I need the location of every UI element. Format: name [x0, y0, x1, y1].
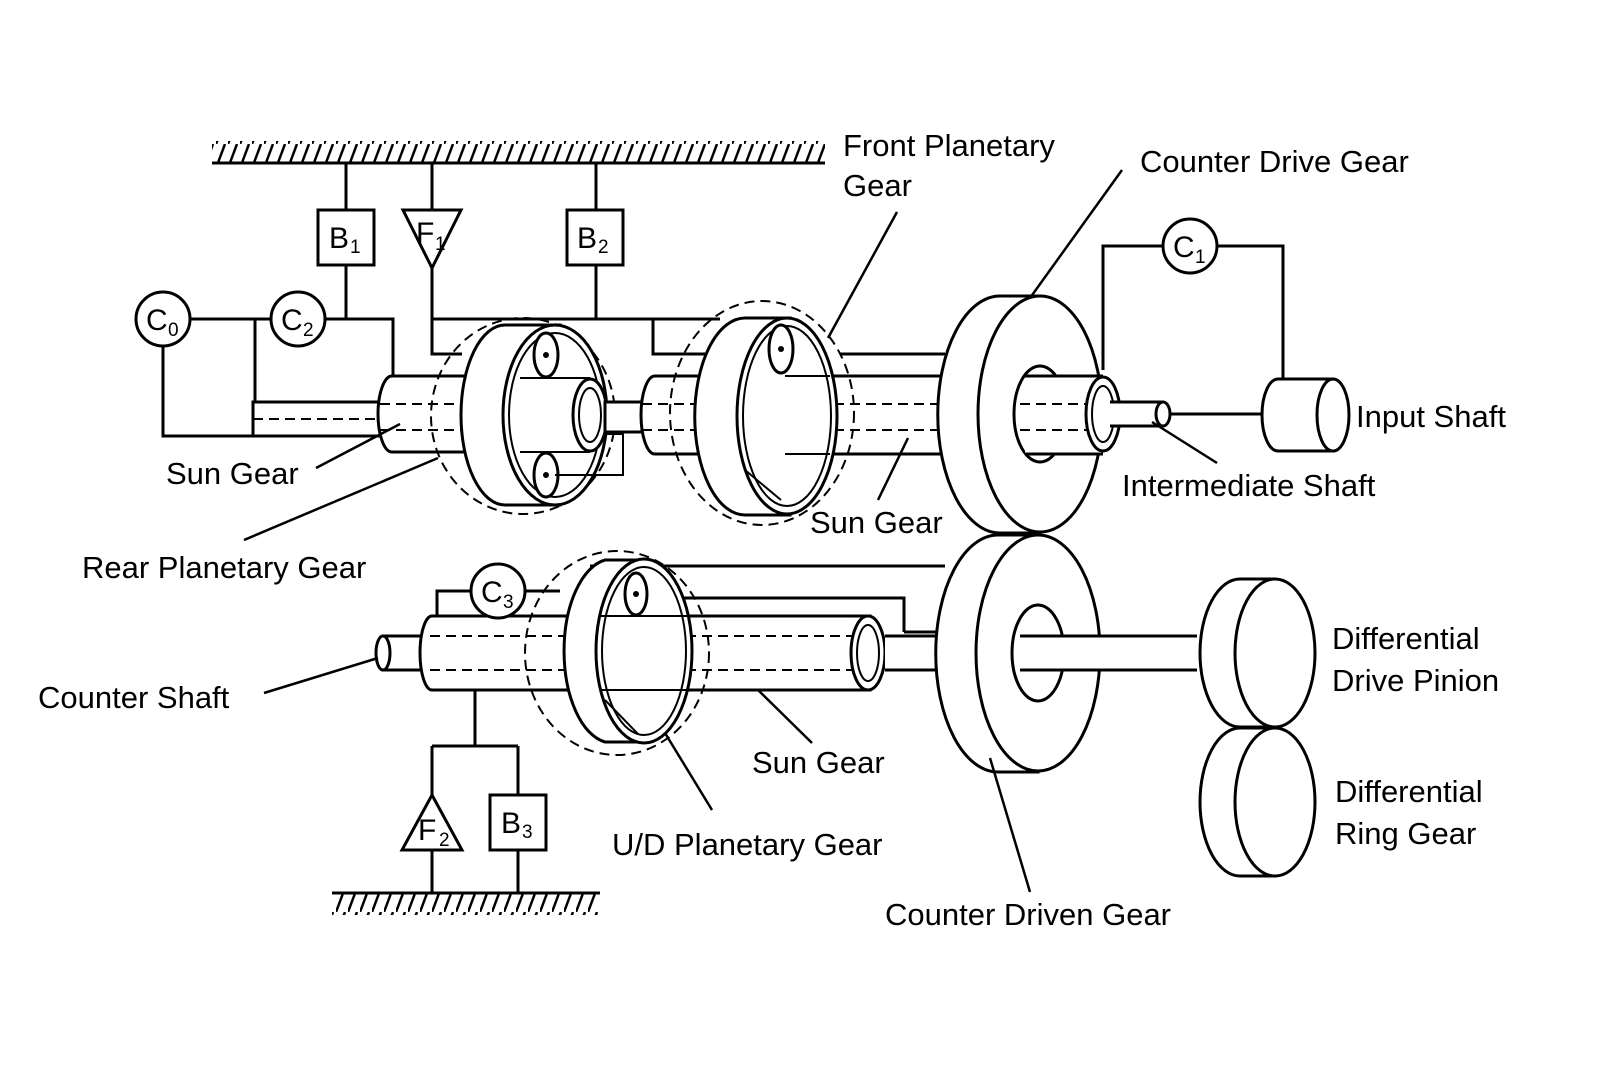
label-sun-gear-front: Sun Gear [810, 505, 943, 540]
housing-ground-bottom [332, 891, 600, 915]
brake-b1: B 1 [316, 208, 376, 267]
brake-b3: B 3 [488, 793, 548, 852]
c2-subscript: 2 [303, 320, 314, 341]
b2-subscript: 2 [598, 237, 609, 258]
housing-ground-top [212, 141, 825, 165]
label-front-planetary-gear-1: Front Planetary [843, 128, 1055, 163]
oneway-f2: F 2 [399, 791, 465, 852]
b3-subscript: 3 [522, 822, 533, 843]
b1-letter: B [329, 222, 349, 255]
c0-subscript: 0 [168, 320, 179, 341]
label-counter-driven-gear: Counter Driven Gear [885, 897, 1171, 932]
label-front-planetary-gear-2: Gear [843, 168, 912, 203]
front-planetary-gear-unit [669, 300, 855, 526]
brake-b2: B 2 [565, 208, 625, 267]
label-counter-drive-gear: Counter Drive Gear [1140, 144, 1409, 179]
c0-letter: C [146, 304, 168, 337]
clutch-c1: C 1 [1161, 217, 1219, 275]
b2-letter: B [577, 222, 597, 255]
label-sun-gear-rear: Sun Gear [166, 456, 299, 491]
c2-letter: C [281, 304, 303, 337]
intermediate-shaft [1020, 374, 1264, 456]
c1-subscript: 1 [1195, 247, 1206, 268]
label-sun-gear-ud: Sun Gear [752, 745, 885, 780]
label-ud-planetary-gear: U/D Planetary Gear [612, 827, 883, 862]
rear-planetary-gear-unit [430, 317, 624, 515]
c3-letter: C [481, 576, 503, 609]
f2-letter: F [418, 814, 436, 847]
label-differential-ring-gear-1: Differential [1335, 774, 1483, 809]
differential-drive-pinion [1198, 577, 1317, 729]
c3-subscript: 3 [503, 592, 514, 613]
label-differential-drive-pinion-2: Drive Pinion [1332, 663, 1499, 698]
clutch-c0: C 0 [134, 290, 192, 348]
label-input-shaft: Input Shaft [1356, 399, 1506, 434]
center-shaft [603, 400, 647, 434]
rear-sun-sleeve [376, 374, 472, 454]
b1-subscript: 1 [350, 237, 361, 258]
label-counter-shaft: Counter Shaft [38, 680, 230, 715]
clutch-c3: C 3 [469, 562, 527, 620]
counter-driven-gear [934, 533, 1197, 774]
input-shaft-drum [1260, 377, 1351, 453]
f1-letter: F [416, 217, 434, 250]
label-rear-planetary-gear: Rear Planetary Gear [82, 550, 366, 585]
leader-lines [243, 169, 1218, 893]
label-differential-drive-pinion-1: Differential [1332, 621, 1480, 656]
c1-letter: C [1173, 231, 1195, 264]
clutch-c2: C 2 [269, 290, 327, 348]
oneway-f1: F 1 [400, 208, 464, 272]
f2-subscript: 2 [439, 830, 450, 851]
ud-planetary-gear-unit [524, 550, 710, 756]
label-intermediate-shaft: Intermediate Shaft [1122, 468, 1376, 503]
differential-ring-gear [1198, 726, 1317, 878]
f1-subscript: 1 [435, 234, 446, 255]
label-differential-ring-gear-2: Ring Gear [1335, 816, 1476, 851]
b3-letter: B [501, 807, 521, 840]
